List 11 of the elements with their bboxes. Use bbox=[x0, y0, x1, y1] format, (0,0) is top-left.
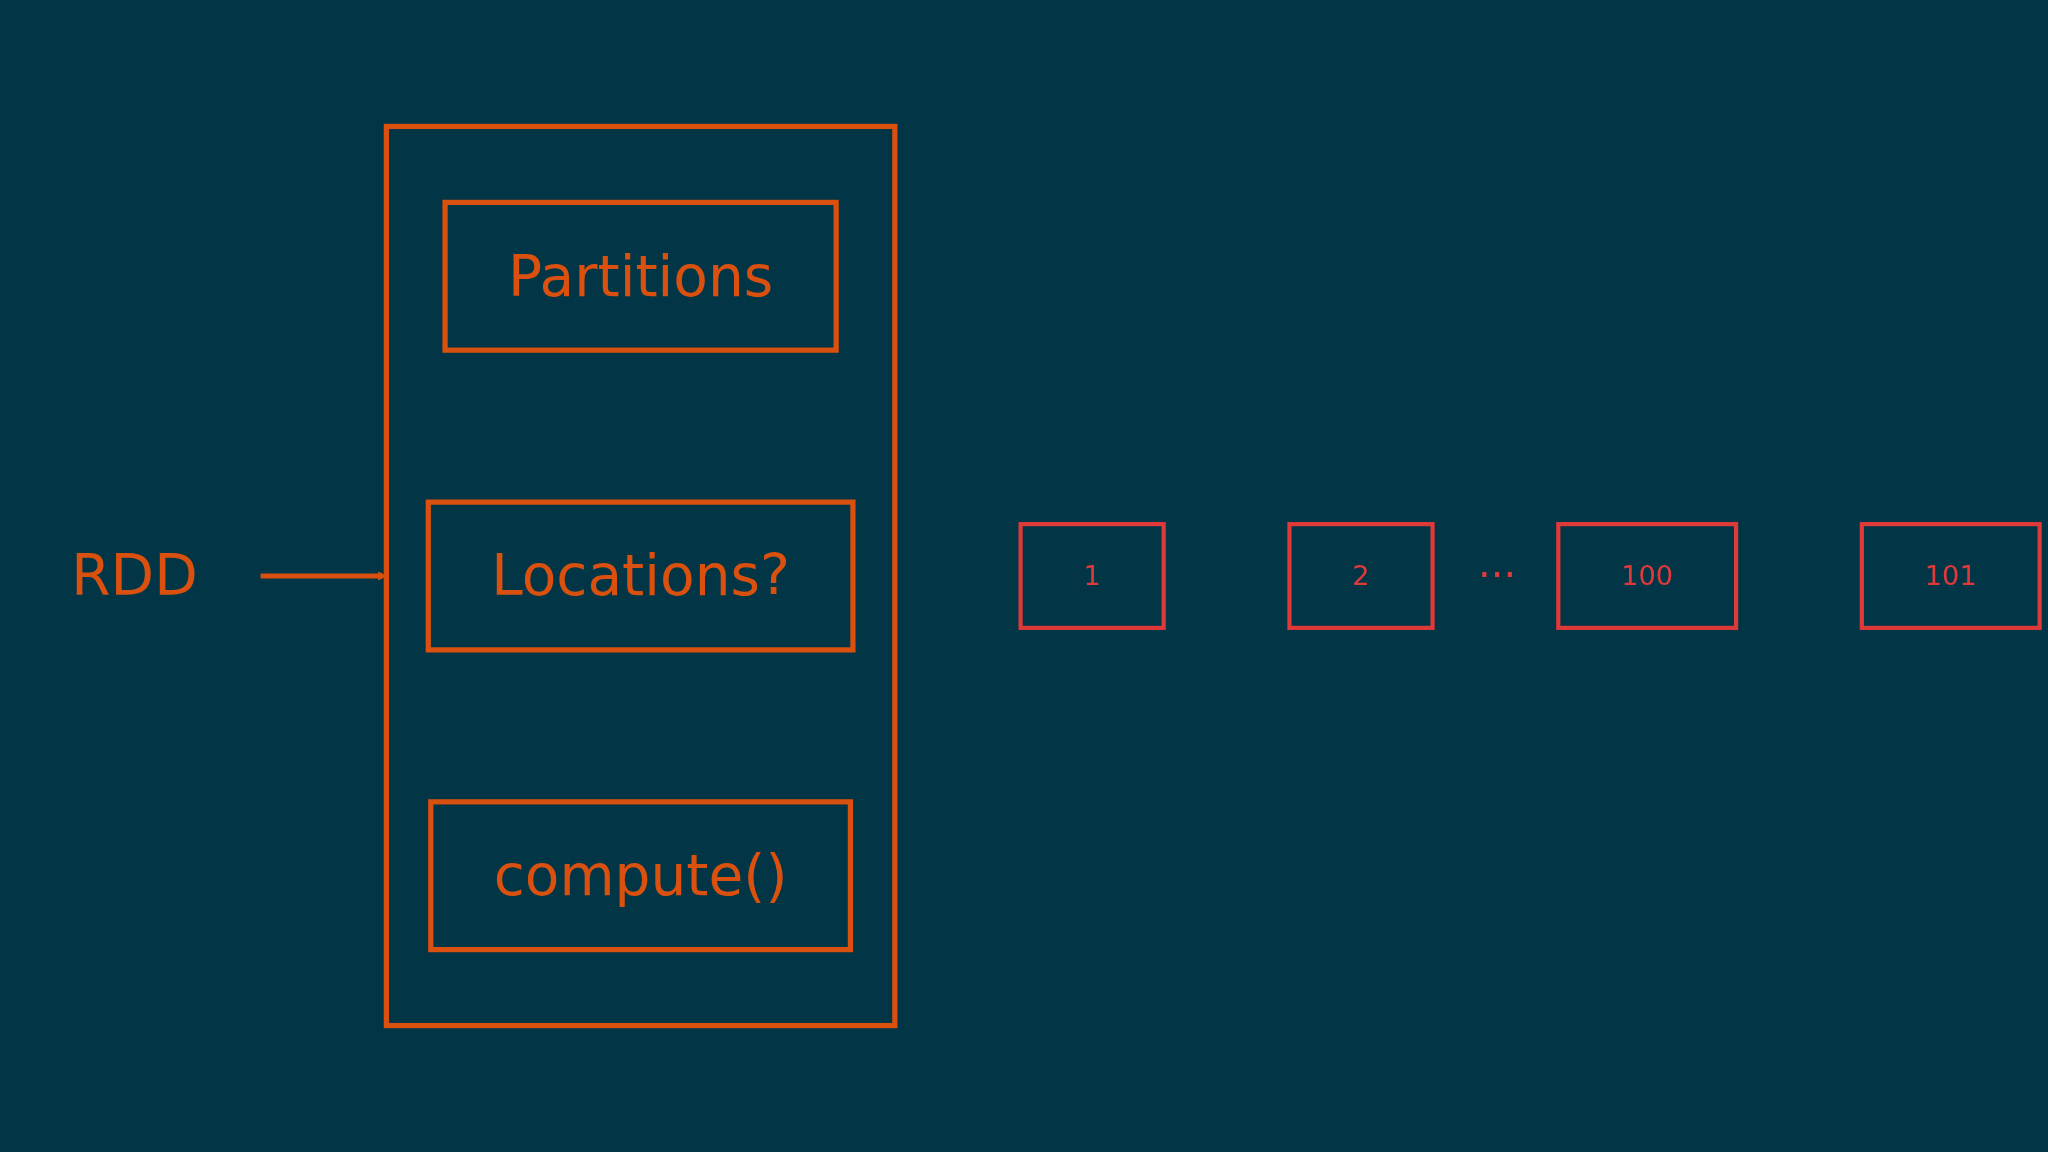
node-box bbox=[1287, 522, 1435, 630]
node-box bbox=[1859, 522, 2042, 630]
node-box bbox=[1556, 522, 1739, 630]
ellipsis-label: ... bbox=[1478, 540, 1517, 586]
arrow bbox=[260, 571, 387, 581]
node-box bbox=[1018, 522, 1166, 630]
node-box bbox=[428, 799, 853, 953]
cluster bbox=[383, 123, 898, 1029]
node-text: RDD bbox=[71, 542, 198, 610]
node-box bbox=[425, 499, 856, 653]
node-box bbox=[442, 199, 839, 353]
